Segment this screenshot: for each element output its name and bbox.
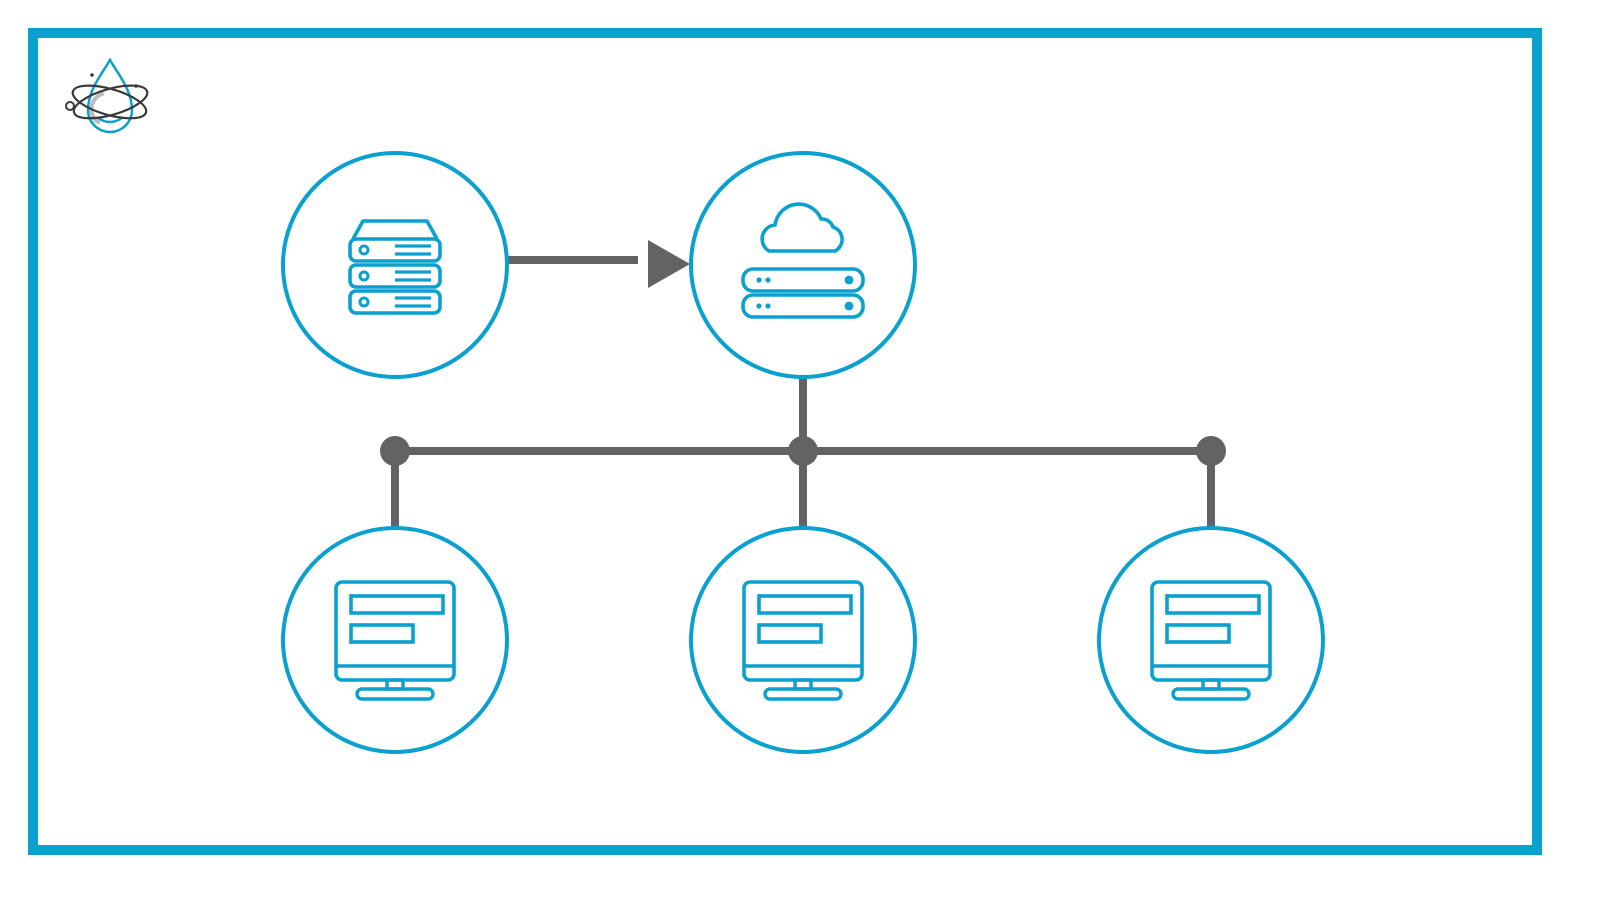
frame-border — [28, 28, 1542, 855]
bus-junction-center — [788, 436, 818, 466]
node-source-server — [281, 151, 509, 379]
water-drop-atom-logo — [86, 57, 134, 134]
node-client-1 — [281, 526, 509, 754]
bus-junction-right — [1196, 436, 1226, 466]
node-cloud-server — [689, 151, 917, 379]
node-client-2 — [689, 526, 917, 754]
node-client-3 — [1097, 526, 1325, 754]
arrowhead — [648, 240, 690, 288]
logo — [65, 57, 149, 134]
bus-junction-left — [380, 436, 410, 466]
